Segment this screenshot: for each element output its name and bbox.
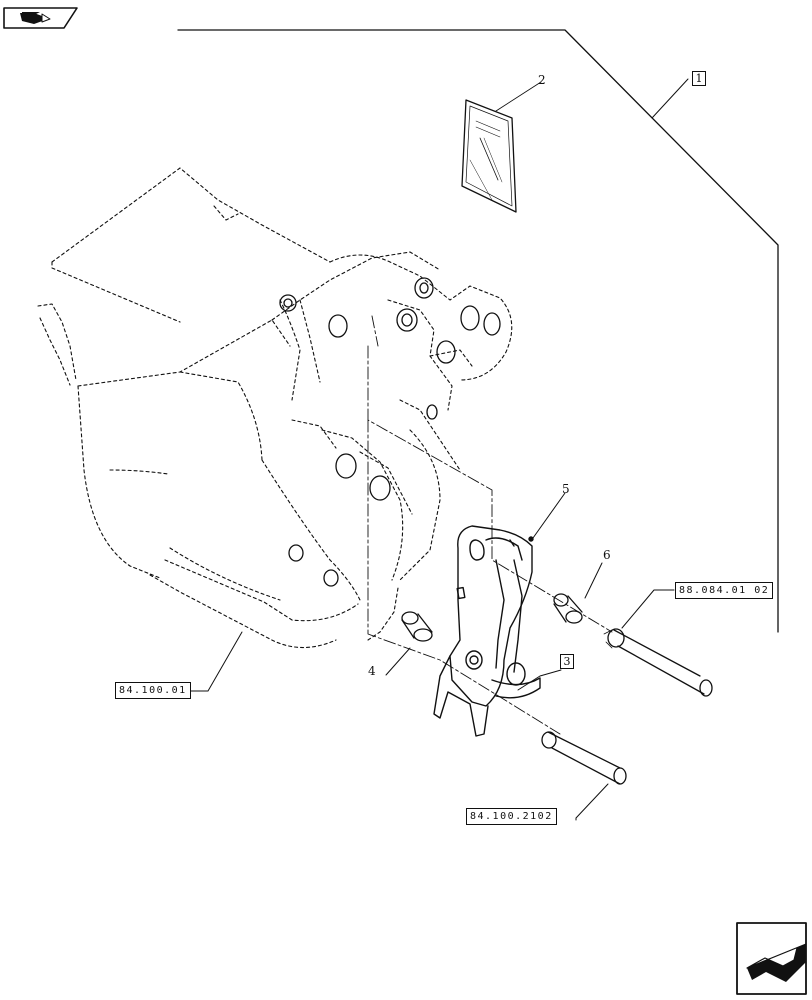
pin-upper [603,628,713,697]
assembly-bracket-line [177,29,779,633]
manual-decal-sheet [461,81,542,213]
leader-lines [179,492,675,821]
pin-lower [541,731,627,785]
callout-2: 2 [538,73,546,87]
bucket-pivot-bores [279,277,501,587]
reference-link-pin-upper[interactable]: 88.084.01 02 [675,582,774,599]
bucket-phantom [37,167,513,649]
centerlines [367,315,613,735]
reference-link-bucket[interactable]: 84.100.01 [115,682,191,699]
bushing-right [553,593,583,624]
document-arrow-icon[interactable] [3,7,78,29]
callout-4: 4 [368,664,376,678]
callout-3: 3 [560,654,574,669]
callout-6: 6 [603,548,611,562]
coupler-link [433,525,541,737]
reference-link-pin-lower[interactable]: 84.100.2102 [466,808,557,825]
callout-1: 1 [692,71,706,86]
callout-5: 5 [562,482,570,496]
bushing-left [401,611,433,642]
next-page-arrow-icon[interactable] [736,922,807,995]
